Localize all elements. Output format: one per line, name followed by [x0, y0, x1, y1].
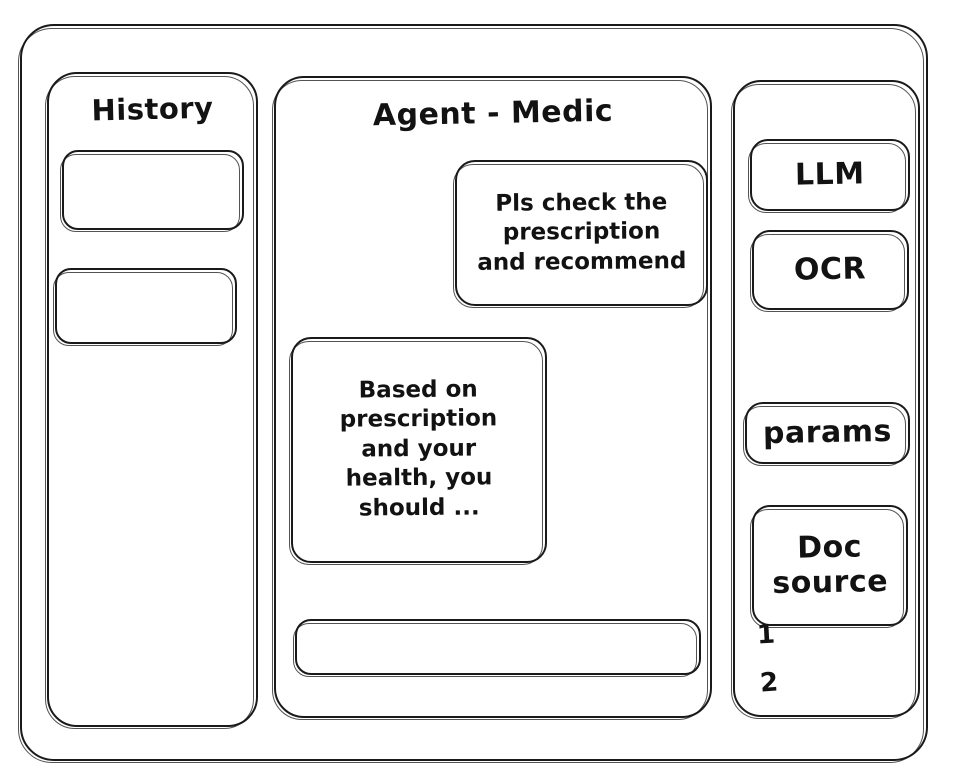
- history-list-item[interactable]: [53, 268, 237, 346]
- message-composer-input[interactable]: [293, 619, 701, 677]
- doc-source-box[interactable]: Doc source: [750, 505, 908, 628]
- doc-source-ref-1[interactable]: 1: [756, 619, 776, 651]
- tool-label: LLM: [794, 156, 866, 193]
- assistant-message-bubble: Based on prescription and your health, y…: [289, 337, 547, 565]
- tool-label: params: [762, 414, 893, 452]
- tool-label: OCR: [794, 251, 867, 288]
- tool-button-ocr[interactable]: OCR: [750, 230, 909, 312]
- doc-source-label: Doc source: [772, 529, 889, 602]
- history-panel-title: History: [91, 90, 214, 128]
- history-list-item[interactable]: [60, 150, 244, 232]
- tool-button-llm[interactable]: LLM: [748, 139, 910, 213]
- tool-button-params[interactable]: params: [743, 402, 910, 466]
- doc-source-ref-2[interactable]: 2: [758, 667, 780, 699]
- assistant-message-text: Based on prescription and your health, y…: [339, 376, 498, 522]
- user-message-text: Pls check the prescription and recommend: [477, 189, 687, 276]
- user-message-bubble: Pls check the prescription and recommend: [453, 160, 708, 308]
